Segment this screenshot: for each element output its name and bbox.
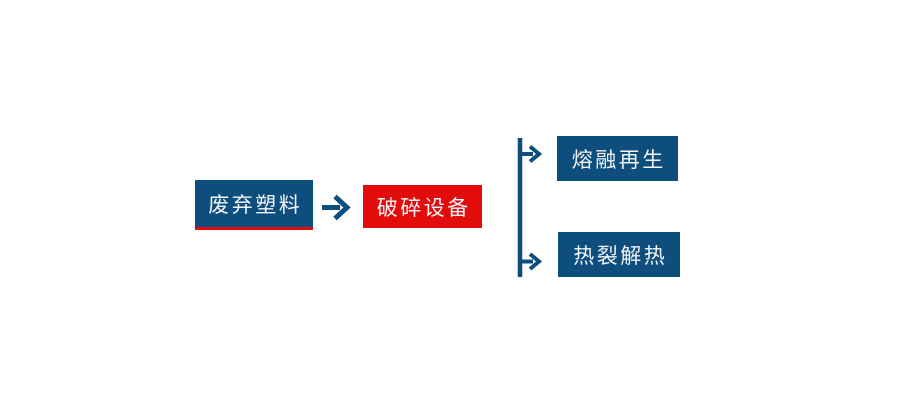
node-melt-regeneration-label: 熔融再生 (571, 148, 666, 172)
node-pyrolysis-label: 热裂解热 (573, 244, 668, 268)
node-pyrolysis: 热裂解热 (558, 232, 680, 277)
node-waste-plastic: 废弃塑料 (195, 180, 313, 230)
node-crushing-equipment: 破碎设备 (363, 185, 482, 228)
right-arrow-icon (322, 194, 351, 221)
branch-right-arrow-top-icon (520, 144, 543, 164)
node-waste-plastic-label: 废弃塑料 (208, 193, 303, 217)
node-melt-regeneration: 熔融再生 (557, 136, 678, 181)
branch-right-arrow-bottom-icon (520, 252, 543, 271)
node-crushing-equipment-label: 破碎设备 (376, 196, 471, 220)
